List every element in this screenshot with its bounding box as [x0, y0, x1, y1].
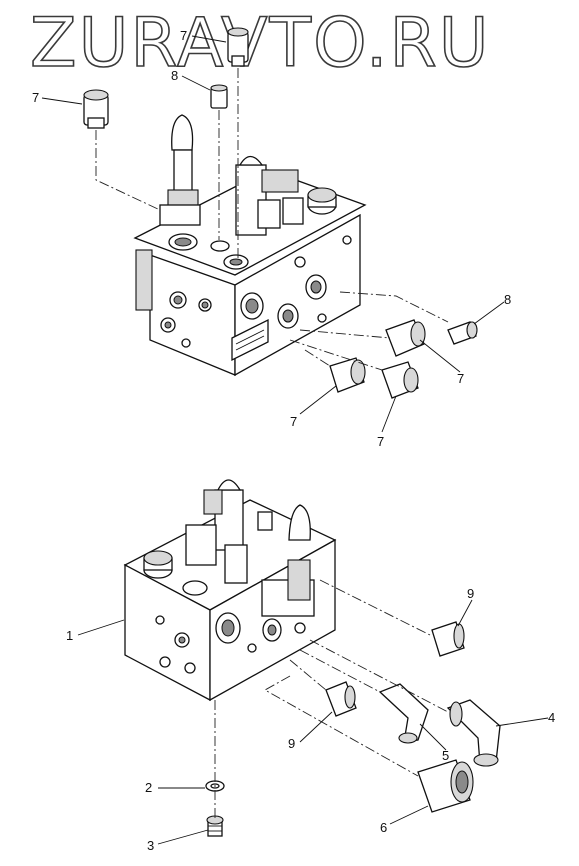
callout-9-right: 9 [467, 586, 474, 601]
callout-6-fitting: 6 [380, 820, 387, 835]
callout-1-block: 1 [66, 628, 73, 643]
callout-8-right: 8 [504, 292, 511, 307]
fitting-8-right [447, 321, 478, 345]
callout-9-left: 9 [288, 736, 295, 751]
fitting-7-top-left [83, 89, 109, 129]
lower-valve-block [123, 479, 337, 702]
callout-7-top-left: 7 [32, 90, 39, 105]
bolt-3 [206, 815, 224, 837]
fitting-9-right [431, 621, 465, 657]
upper-valve-block [133, 114, 367, 377]
callout-7-right: 7 [457, 371, 464, 386]
callout-5-elbow: 5 [442, 748, 449, 763]
fitting-7-right-upper [385, 319, 426, 357]
elbow-fitting-5 [378, 683, 429, 744]
callout-7-lower-right: 7 [377, 434, 384, 449]
callout-7-lower-left: 7 [290, 414, 297, 429]
watermark-text: ZURAVTO.RU [30, 4, 490, 83]
callout-8-top: 8 [171, 68, 178, 83]
fitting-8-top [210, 84, 228, 109]
fitting-7-lower-left [329, 357, 366, 393]
fitting-9-left [325, 681, 357, 717]
elbow-fitting-4 [446, 699, 501, 767]
callout-2-washer: 2 [145, 780, 152, 795]
callout-7-top-center: 7 [180, 28, 187, 43]
fitting-7-lower-right [381, 361, 419, 399]
callout-3-bolt: 3 [147, 838, 154, 853]
straight-fitting-6 [417, 759, 474, 813]
fitting-7-top-center [227, 27, 249, 67]
callout-4-elbow: 4 [548, 710, 555, 725]
